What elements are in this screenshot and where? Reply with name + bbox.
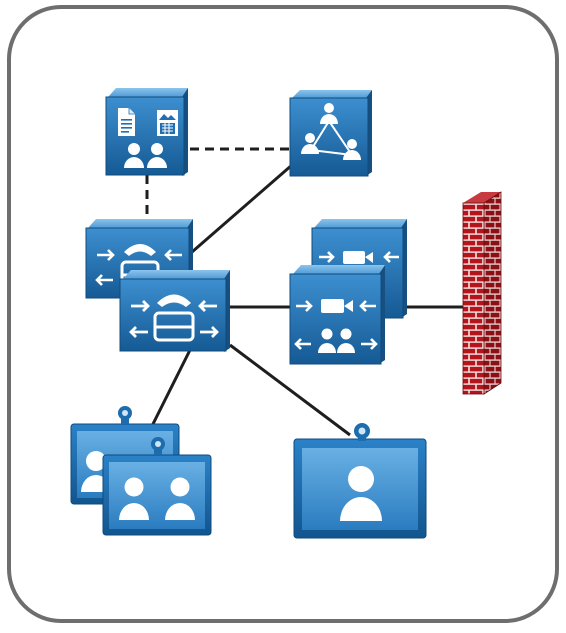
- video-gateway-icon: [319, 251, 399, 264]
- video-endpoint-single[interactable]: [293, 423, 427, 539]
- link-callmanager-to-endpoint-single: [229, 343, 351, 437]
- video-endpoint-single-user-icon: [340, 423, 382, 521]
- brick-firewall-icon: [462, 191, 502, 395]
- phone-router-icon: [129, 294, 219, 342]
- collaboration-server[interactable]: [289, 90, 372, 177]
- links: [145, 147, 466, 437]
- call-manager-front[interactable]: [119, 270, 230, 352]
- video-endpoint-group-icon: [119, 437, 195, 520]
- video-conference-gateway-icon: [294, 299, 378, 353]
- video-gateway-front[interactable]: [289, 265, 385, 365]
- document-and-users-icon: [118, 108, 178, 168]
- link-callmanager-to-endpoint-group: [151, 349, 192, 425]
- connected-users-icon: [301, 103, 361, 160]
- conferencing-server[interactable]: [105, 88, 188, 176]
- firewall[interactable]: [462, 191, 502, 395]
- video-endpoint-group-front[interactable]: [102, 437, 212, 536]
- link-callmanager-to-collaboration: [191, 163, 293, 254]
